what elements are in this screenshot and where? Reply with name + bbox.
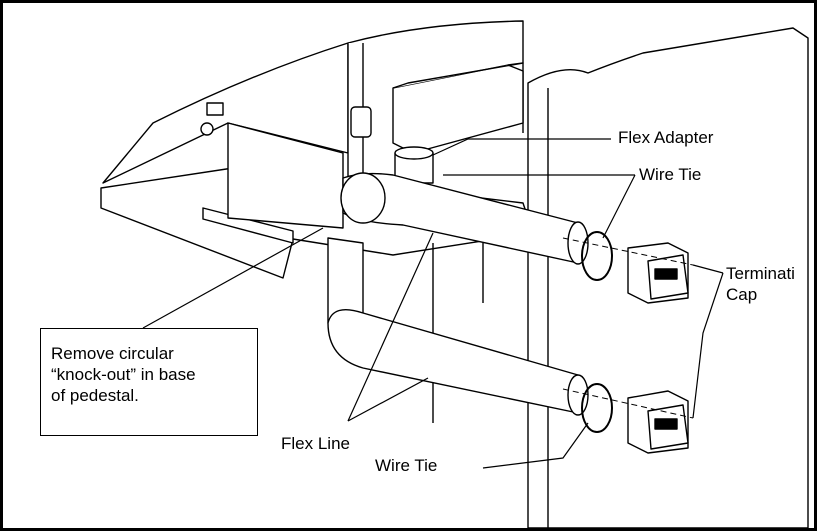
termination-cap-upper [627,242,689,304]
flex-adapter-top [394,146,434,160]
align-line-lower [562,388,694,419]
leader-wire-tie-top [443,174,636,239]
label-wire-tie-top: Wire Tie [639,165,702,184]
knob [200,122,214,136]
termination-cap-lower [627,390,689,454]
label-termination-line2: Cap [726,285,758,304]
note-line-1: Remove circular [51,344,174,363]
wall-frame-top [432,243,484,423]
leader-flex-adapter [432,138,611,156]
label-termination-line1: Terminati [726,264,795,283]
label-flex-adapter: Flex Adapter [618,128,714,147]
switch-housing [350,106,372,138]
leader-termination-a [692,264,724,274]
control-box-top [392,62,524,89]
label-wire-tie-bottom: Wire Tie [375,456,438,475]
knockout-instruction-box: Remove circular “knock-out” in base of p… [40,328,258,436]
leader-flex-line-b [347,377,429,422]
wire-tie-upper-loop [581,231,613,281]
vent-installation-illustration [100,20,809,528]
align-line-upper [562,237,694,266]
control-box [392,64,524,154]
leader-flex-line-a [347,232,434,422]
note-line-2: “knock-out” in base [51,365,196,384]
note-line-3: of pedestal. [51,386,139,405]
leader-wire-tie-bottom [482,422,589,469]
leader-knockout [142,227,324,329]
leader-termination-b [692,272,724,419]
label-flex-line: Flex Line [281,434,350,453]
wire-tie-lower-loop [581,383,613,433]
heater-body-front [227,122,344,229]
small-bracket [206,102,224,116]
pedestal-base [202,207,294,244]
upper-duct-elbow [340,172,386,224]
